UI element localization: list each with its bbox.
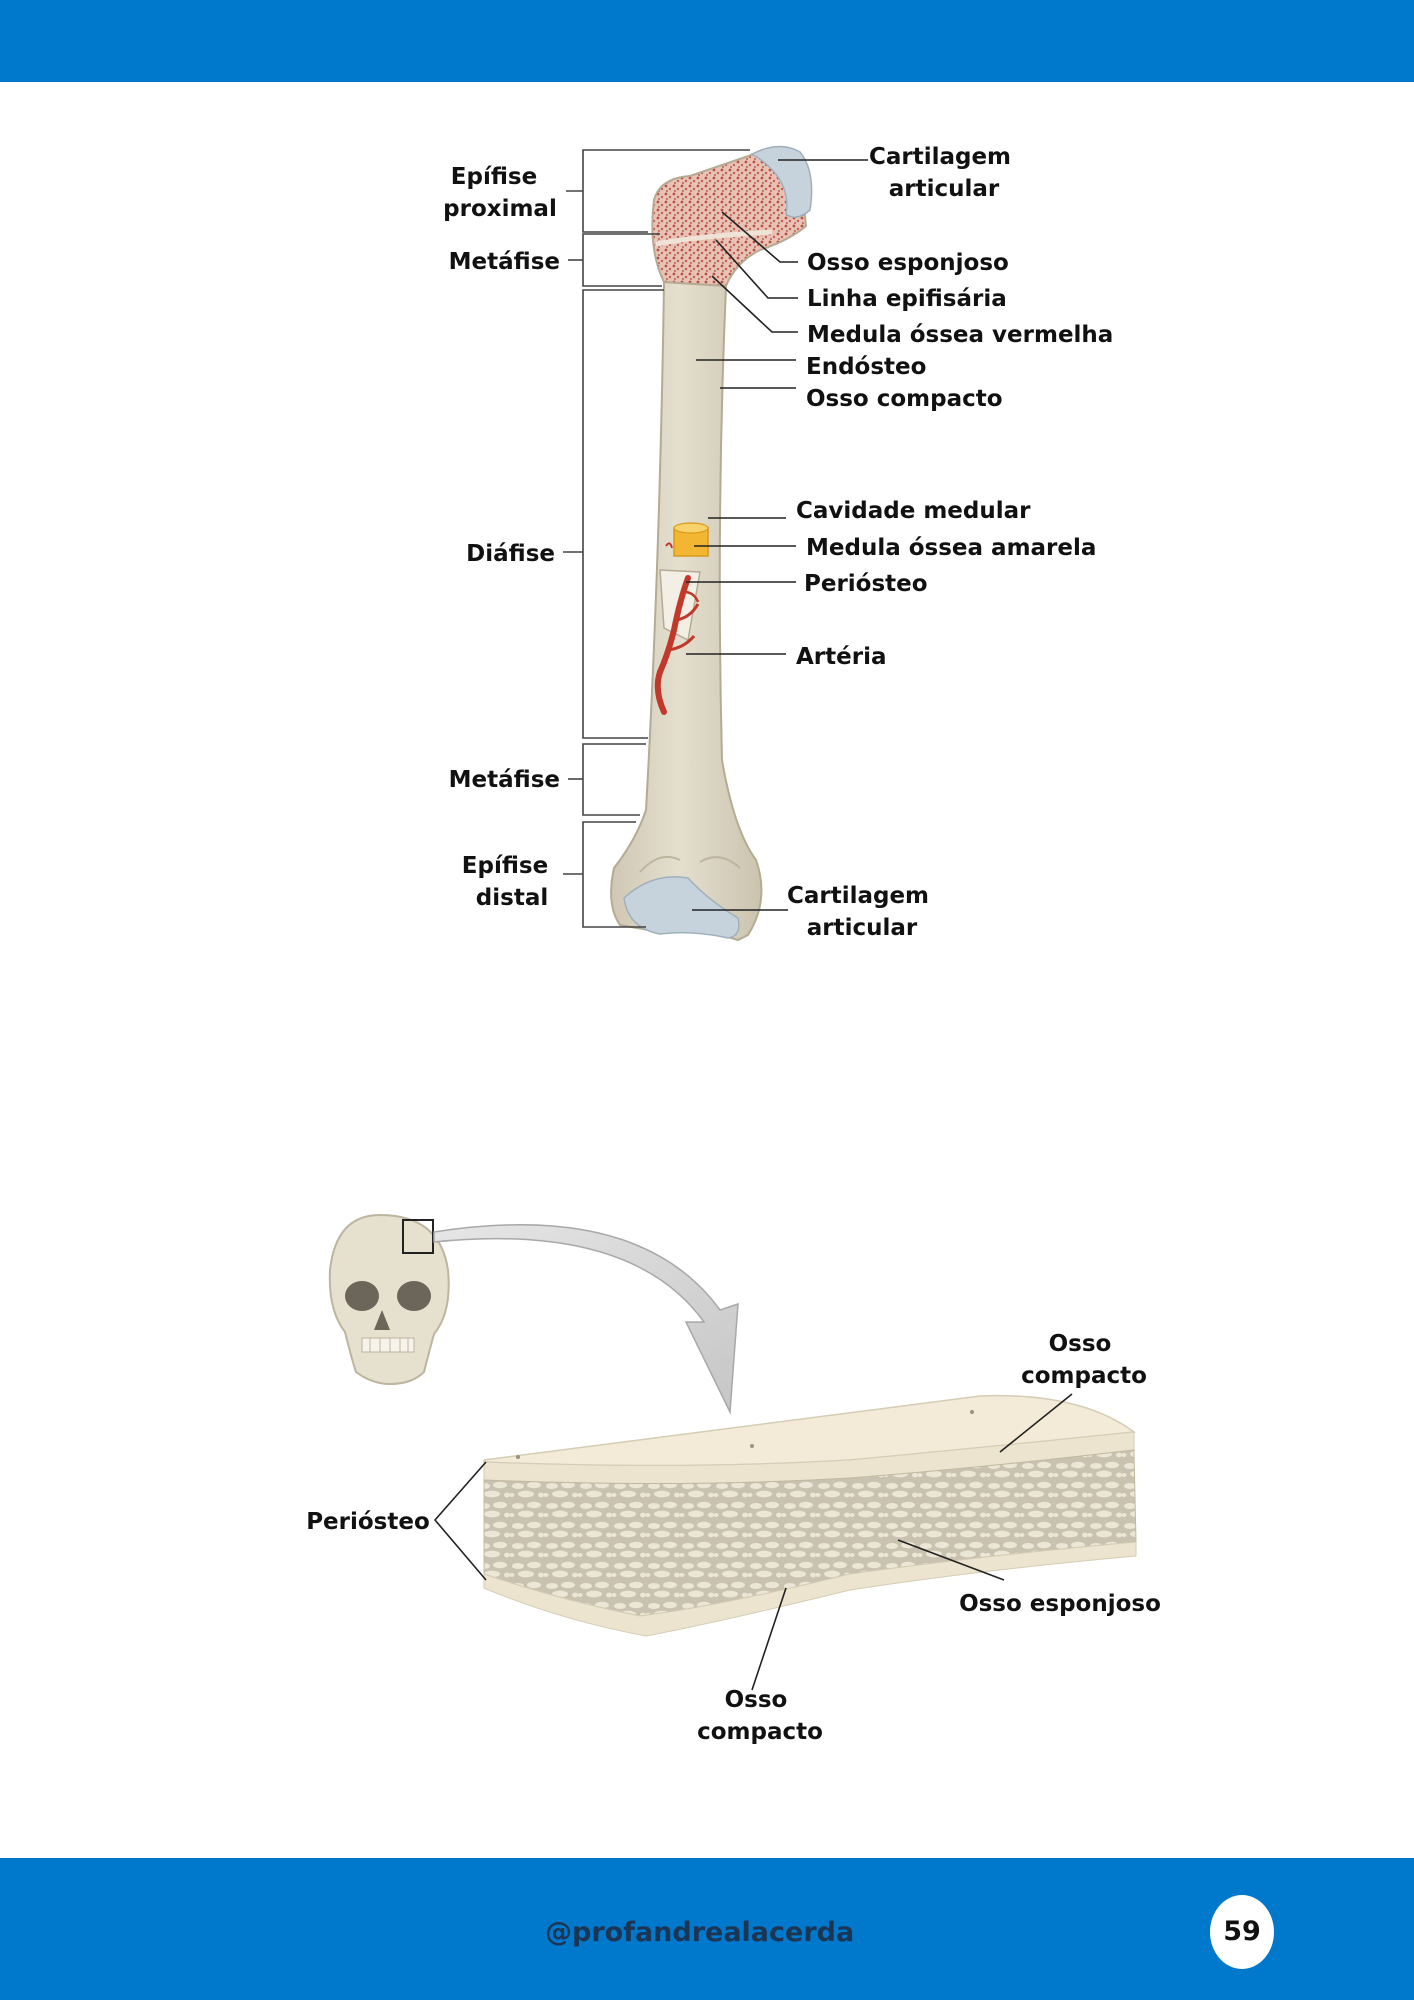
femur-illustration <box>610 145 813 942</box>
label-osso-compacto-top: Osso compacto <box>1021 1331 1147 1389</box>
label-cartilagem-articular-top: Cartilagem articular <box>869 144 1019 202</box>
label-periosteo-femur: Periósteo <box>804 571 928 597</box>
label-cartilagem-articular-bottom: Cartilagem articular <box>787 883 937 941</box>
femur-brackets <box>563 149 750 928</box>
anatomy-figure: Epífise proximal Metáfise Diáfise Metáfi… <box>306 144 1161 1745</box>
label-epifise-proximal: Epífise proximal <box>443 164 557 222</box>
footer-band <box>0 1858 1414 2000</box>
label-medula-vermelha: Medula óssea vermelha <box>807 322 1113 348</box>
label-cavidade-medular: Cavidade medular <box>796 498 1031 524</box>
femur-leader-lines <box>686 159 868 911</box>
page-number-badge: 59 <box>1210 1895 1274 1969</box>
flat-bone-illustration <box>483 1394 1137 1637</box>
header-band <box>0 0 1414 82</box>
label-metafise-bottom: Metáfise <box>449 767 560 793</box>
label-arteria: Artéria <box>796 644 886 670</box>
zoom-arrow <box>433 1224 739 1415</box>
label-osso-esponjoso-flat: Osso esponjoso <box>959 1591 1161 1617</box>
label-diafise: Diáfise <box>466 541 555 567</box>
label-epifise-distal: Epífise distal <box>462 853 556 911</box>
footer-handle: @profandrealacerda <box>545 1917 855 1948</box>
label-periosteo-flat: Periósteo <box>306 1509 430 1535</box>
label-linha-epifisaria: Linha epifisária <box>807 286 1007 312</box>
label-medula-amarela: Medula óssea amarela <box>806 535 1096 561</box>
label-osso-compacto: Osso compacto <box>806 386 1003 412</box>
label-osso-compacto-bottom: Osso compacto <box>697 1687 823 1745</box>
label-osso-esponjoso: Osso esponjoso <box>807 250 1009 276</box>
skull-illustration <box>328 1213 450 1386</box>
flat-bone-leader-lines <box>433 1393 1073 1691</box>
label-endosteo: Endósteo <box>806 354 926 380</box>
label-metafise-top: Metáfise <box>449 249 560 275</box>
